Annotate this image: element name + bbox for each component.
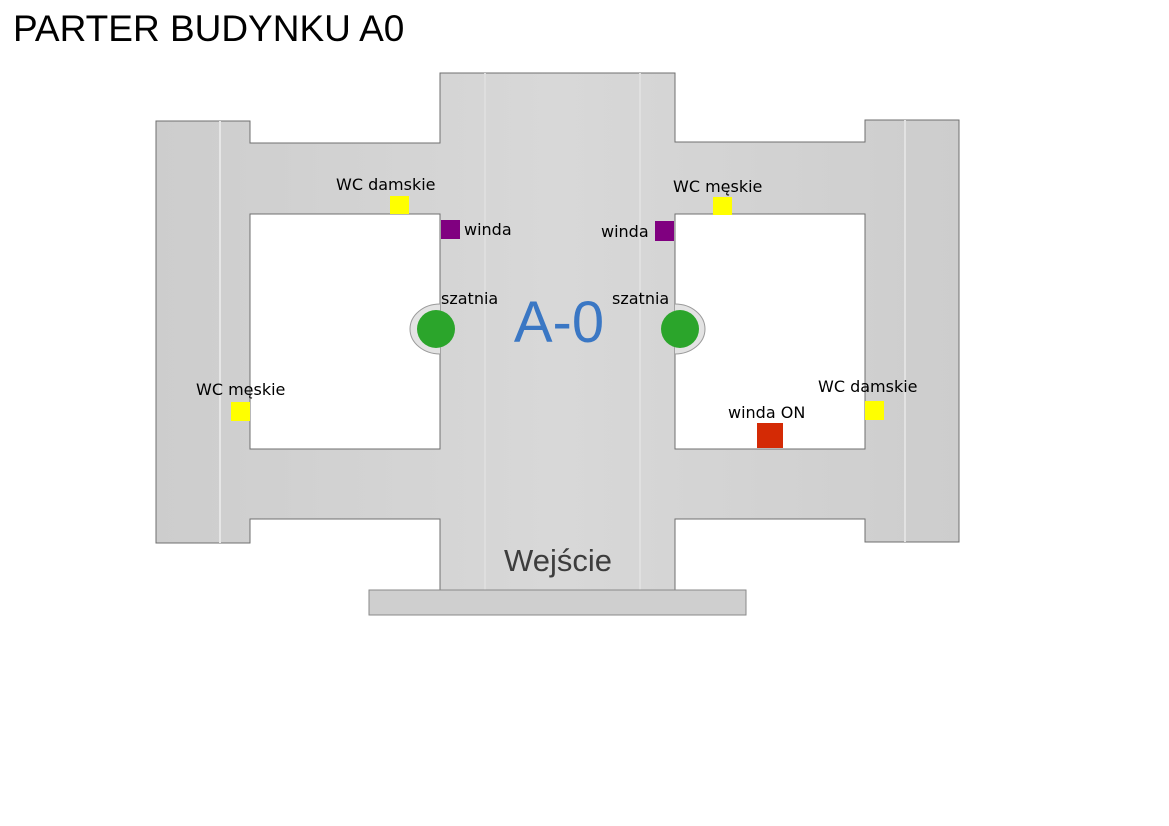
wc-label: WC męskie — [673, 177, 762, 196]
entrance-step — [368, 589, 747, 616]
accessible-elevator-marker[interactable] — [757, 423, 783, 448]
wc-marker[interactable] — [390, 196, 409, 214]
cloakroom-marker[interactable] — [661, 310, 699, 348]
right-courtyard — [674, 213, 866, 450]
elevator-marker[interactable] — [441, 220, 460, 239]
wc-marker[interactable] — [865, 401, 884, 420]
accessible-elevator-label: winda ON — [728, 403, 805, 422]
wc-label: WC damskie — [818, 377, 918, 396]
building-code: A-0 — [514, 290, 604, 355]
wc-label: WC męskie — [196, 380, 285, 399]
wc-marker[interactable] — [713, 197, 732, 215]
cloakroom-label: szatnia — [441, 289, 498, 308]
entrance-label: Wejście — [504, 543, 612, 578]
elevator-label: winda — [601, 222, 649, 241]
page-title: PARTER BUDYNKU A0 — [13, 8, 405, 49]
left-courtyard — [249, 213, 441, 450]
elevator-marker[interactable] — [655, 221, 674, 241]
cloakroom-label: szatnia — [612, 289, 669, 308]
wc-marker[interactable] — [231, 402, 250, 421]
wc-label: WC damskie — [336, 175, 436, 194]
elevator-label: winda — [464, 220, 512, 239]
cloakroom-marker[interactable] — [417, 310, 455, 348]
